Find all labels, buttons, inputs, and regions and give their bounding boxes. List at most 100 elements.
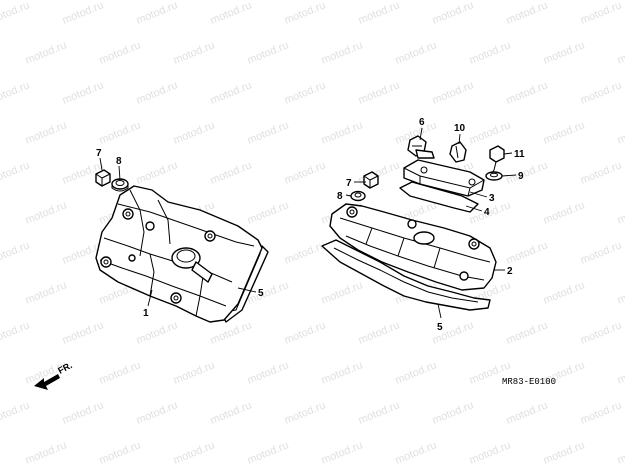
watermark-text: motod.ru xyxy=(505,79,550,106)
watermark-text: motod.ru xyxy=(616,359,625,386)
watermark-text: motod.ru xyxy=(357,79,402,106)
leader-lines xyxy=(99,127,517,319)
watermark-text: motod.ru xyxy=(24,119,69,146)
watermark-text: motod.ru xyxy=(616,279,625,306)
watermark-text: motod.ru xyxy=(98,119,143,146)
watermark-text: motod.ru xyxy=(209,0,254,27)
callout-part-9: 9 xyxy=(518,171,524,182)
watermark-text: motod.ru xyxy=(209,159,254,186)
watermark-text: motod.ru xyxy=(542,119,587,146)
watermark-text: motod.ru xyxy=(0,399,31,426)
watermark-text: motod.ru xyxy=(320,39,365,66)
watermark-text: motod.ru xyxy=(98,439,143,466)
watermark-text: motod.ru xyxy=(468,439,513,466)
cover-clip-bracket[interactable] xyxy=(407,135,435,159)
right-head-cover-gasket[interactable] xyxy=(321,239,491,311)
watermark-text: motod.ru xyxy=(0,79,31,106)
watermark-text: motod.ru xyxy=(431,0,476,27)
breather-cover[interactable] xyxy=(403,159,485,197)
watermark-text: motod.ru xyxy=(579,159,624,186)
callouts: 1 5 7 8 2 3 4 5 6 10 11 9 7 8 xyxy=(96,117,525,333)
callout-part-5-left: 5 xyxy=(258,288,264,299)
watermark-text: motod.ru xyxy=(357,319,402,346)
watermark-text: motod.ru xyxy=(246,39,291,66)
front-arrow-icon xyxy=(34,374,60,390)
watermark-text: motod.ru xyxy=(98,39,143,66)
callout-part-10: 10 xyxy=(454,123,466,134)
right-cover-bolt[interactable] xyxy=(363,171,379,189)
watermark-text: motod.ru xyxy=(320,439,365,466)
watermark-text: motod.ru xyxy=(357,0,402,27)
watermark-text: motod.ru xyxy=(135,319,180,346)
watermark-text: motod.ru xyxy=(0,319,31,346)
watermark-text: motod.ru xyxy=(616,39,625,66)
watermark-text: motod.ru xyxy=(0,0,31,27)
callout-part-8-right: 8 xyxy=(337,191,343,202)
watermark-text: motod.ru xyxy=(172,439,217,466)
watermark-text: motod.ru xyxy=(172,39,217,66)
watermark-text: motod.ru xyxy=(579,399,624,426)
watermark-text: motod.ru xyxy=(394,39,439,66)
watermark-text: motod.ru xyxy=(0,159,31,186)
watermark-text: motod.ru xyxy=(24,39,69,66)
watermark-text: motod.ru xyxy=(209,399,254,426)
watermark-text: motod.ru xyxy=(394,359,439,386)
callout-part-8-left: 8 xyxy=(116,156,122,167)
watermark-text: motod.ru xyxy=(135,399,180,426)
watermark-text: motod.ru xyxy=(542,199,587,226)
watermark-text: motod.ru xyxy=(172,359,217,386)
right-head-cover-body[interactable] xyxy=(329,203,497,291)
watermark-text: motod.ru xyxy=(542,39,587,66)
callout-part-1: 1 xyxy=(143,308,149,319)
watermark-text: motod.ru xyxy=(542,279,587,306)
watermark-text: motod.ru xyxy=(283,239,328,266)
watermark-text: motod.ru xyxy=(24,279,69,306)
watermark-text: motod.ru xyxy=(135,159,180,186)
callout-part-7-right: 7 xyxy=(346,178,352,189)
watermark-text: motod.ru xyxy=(505,399,550,426)
callout-part-4: 4 xyxy=(484,207,490,218)
watermark-text: motod.ru xyxy=(135,0,180,27)
watermark-text: motod.ru xyxy=(24,199,69,226)
watermark-text: motod.ru xyxy=(283,0,328,27)
watermark-text: motod.ru xyxy=(616,199,625,226)
watermark-text: motod.ru xyxy=(394,439,439,466)
left-cylinder-head-cover[interactable] xyxy=(95,185,269,323)
breather-washer[interactable] xyxy=(485,171,503,181)
watermark-text: motod.ru xyxy=(61,79,106,106)
right-cover-washer[interactable] xyxy=(350,190,366,202)
watermark-text: motod.ru xyxy=(209,319,254,346)
callout-part-2: 2 xyxy=(507,266,513,277)
watermark-text: motod.ru xyxy=(505,239,550,266)
callout-part-3: 3 xyxy=(489,193,495,204)
watermark-text: motod.ru xyxy=(320,359,365,386)
callout-part-11: 11 xyxy=(514,149,525,160)
watermark-text: motod.ru xyxy=(616,119,625,146)
watermark-text: motod.ru xyxy=(0,239,31,266)
left-cover-bolt[interactable] xyxy=(95,169,111,187)
watermark-text: motod.ru xyxy=(579,319,624,346)
watermark-text: motod.ru xyxy=(505,319,550,346)
watermark-text: motod.ru xyxy=(579,0,624,27)
callout-part-6: 6 xyxy=(419,117,425,128)
watermark-text: motod.ru xyxy=(505,159,550,186)
watermark-text: motod.ru xyxy=(246,199,291,226)
watermark-text: motod.ru xyxy=(246,119,291,146)
watermark-text: motod.ru xyxy=(283,319,328,346)
left-cover-washer[interactable] xyxy=(111,178,129,192)
watermark-text: motod.ru xyxy=(468,119,513,146)
watermark-text: motod.ru xyxy=(283,79,328,106)
watermark-text: motod.ru xyxy=(431,399,476,426)
hose-clamp[interactable] xyxy=(449,141,467,163)
watermark-text: motod.ru xyxy=(616,439,625,466)
watermark-text: motod.ru xyxy=(98,359,143,386)
watermark-text: motod.ru xyxy=(542,439,587,466)
watermark-text: motod.ru xyxy=(61,319,106,346)
watermark-text: motod.ru xyxy=(61,0,106,27)
watermark-text: motod.ru xyxy=(283,159,328,186)
watermark-text: motod.ru xyxy=(320,119,365,146)
watermark-text: motod.ru xyxy=(283,399,328,426)
watermark-text: motod.ru xyxy=(135,79,180,106)
